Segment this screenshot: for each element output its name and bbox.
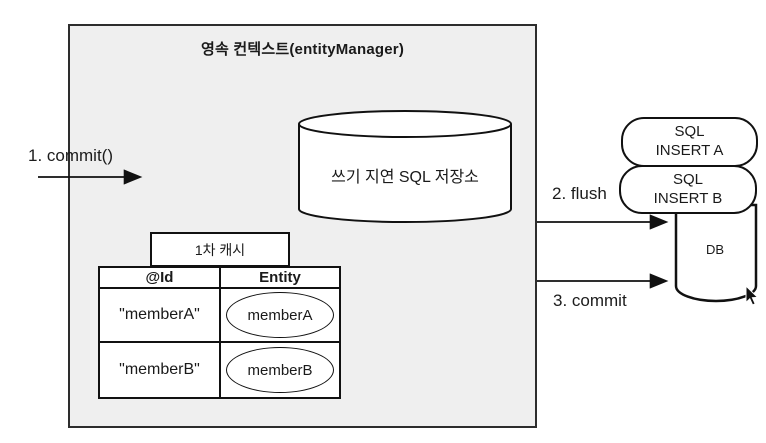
entity-label: memberB	[247, 361, 313, 379]
cache-table: @Id Entity "memberA" memberA "memberB" m…	[98, 266, 341, 399]
db-label: DB	[705, 242, 725, 257]
sql-store-cylinder-icon	[298, 110, 512, 223]
first-level-cache-tab: 1차 캐시	[150, 232, 290, 267]
table-cell-id-memberA: "memberA"	[100, 289, 221, 343]
persistence-context-title: 영속 컨텍스트(entityManager)	[200, 41, 405, 58]
entity-ellipse-memberB: memberB	[226, 347, 334, 393]
first-level-cache-label: 1차 캐시	[194, 241, 246, 258]
sql-insert-b-line2: INSERT B	[653, 189, 723, 207]
commit-step-label: 1. commit()	[28, 146, 113, 165]
entity-label: memberA	[247, 306, 313, 324]
table-cell-entity-memberB: memberB	[221, 343, 339, 397]
flush-step-label: 2. flush	[552, 184, 607, 203]
table-cell-id-memberB: "memberB"	[100, 343, 221, 397]
column-header-entity: Entity	[221, 268, 339, 289]
sql-insert-a-box: SQL INSERT A	[621, 117, 758, 167]
sql-insert-b-box: SQL INSERT B	[619, 165, 757, 214]
sql-store-label: 쓰기 지연 SQL 저장소	[331, 169, 479, 186]
column-header-id: @Id	[100, 268, 221, 289]
sql-insert-a-line2: INSERT A	[655, 142, 724, 159]
entity-ellipse-memberA: memberA	[226, 292, 334, 338]
db-commit-step-label: 3. commit	[553, 291, 627, 310]
sql-insert-b-line1: SQL	[672, 170, 703, 188]
table-cell-entity-memberA: memberA	[221, 289, 339, 343]
sql-insert-a-line1: SQL	[674, 123, 705, 141]
